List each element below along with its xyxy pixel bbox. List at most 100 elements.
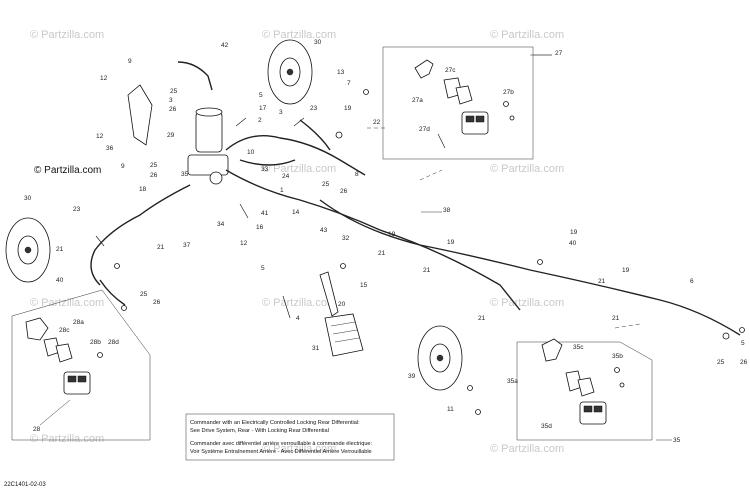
callout-label: 8 — [355, 171, 359, 178]
callout-label: 12 — [96, 133, 104, 140]
brake-disc-top — [267, 39, 313, 105]
callout-label: 24 — [282, 173, 290, 180]
callout-label: 19 — [388, 231, 396, 238]
callout-label: 27b — [503, 89, 514, 96]
caliper-group-frame — [382, 46, 534, 160]
callout-label: 35b — [612, 353, 623, 360]
callout-label: 37 — [183, 242, 191, 249]
callout-label: 2 — [258, 117, 262, 124]
callout-label: 5 — [261, 265, 265, 272]
callout-label: 21 — [56, 246, 64, 253]
callout-label: 31 — [312, 345, 320, 352]
callout-labels: 42 30 27 9 12 12 36 25 3 26 17 5 2 3 23 … — [24, 39, 748, 444]
brake-disc-rear — [417, 325, 463, 391]
callout-label: 11 — [447, 406, 454, 413]
note-line: Commander with an Electrically Controlle… — [190, 420, 360, 426]
caliper-bracket — [541, 338, 563, 362]
watermark: © Partzilla.com — [262, 29, 336, 41]
watermark: © Partzilla.com — [490, 163, 564, 175]
callout-label: 38 — [443, 207, 451, 214]
note-box: Commander with an Electrically Controlle… — [185, 413, 395, 461]
note-line: Voir Système Entraînement Arrière - Avec… — [190, 449, 372, 455]
front-left-caliper-group — [11, 289, 151, 441]
caliper-group-frame — [516, 341, 653, 441]
callout-label: 19 — [622, 267, 630, 274]
callout-label: 42 — [221, 42, 229, 49]
callout-label: 41 — [261, 210, 269, 217]
callout-label: 28d — [108, 339, 119, 346]
callout-label: 19 — [447, 239, 455, 246]
callout-label: 27c — [445, 67, 456, 74]
callout-label: 26 — [169, 106, 177, 113]
caliper-bracket — [414, 59, 434, 79]
callout-label: 39 — [408, 373, 416, 380]
brake-pad — [455, 85, 473, 105]
callout-label: 4 — [296, 315, 300, 322]
caliper-body — [579, 401, 607, 425]
callout-label: 30 — [314, 39, 322, 46]
callout-label: 40 — [56, 277, 64, 284]
callout-label: 3 — [279, 109, 283, 116]
callout-label: 25 — [170, 88, 178, 95]
callout-label: 26 — [153, 299, 161, 306]
brand-watermark: © Partzilla.com — [34, 165, 101, 176]
note-line: Commander avec différentiel arrière verr… — [190, 441, 373, 447]
callout-label: 19 — [570, 229, 578, 236]
callout-label: 35a — [507, 378, 518, 385]
callout-label: 5 — [259, 92, 263, 99]
brake-pad — [55, 343, 73, 363]
callout-label: 3 — [169, 97, 173, 104]
callout-label: 17 — [259, 105, 267, 112]
callout-label: 21 — [378, 250, 386, 257]
callout-label: 40 — [569, 240, 577, 247]
caliper-bracket — [25, 317, 49, 341]
callout-label: 35d — [541, 423, 552, 430]
master-cylinder — [187, 107, 229, 185]
watermark: © Partzilla.com — [30, 433, 104, 445]
callout-label: 9 — [121, 163, 125, 170]
fasteners — [95, 89, 745, 415]
watermark: © Partzilla.com — [30, 297, 104, 309]
callout-label: 27d — [419, 126, 430, 133]
callout-label: 22 — [373, 119, 381, 126]
callout-label: 5 — [741, 340, 745, 347]
callout-label: 16 — [256, 224, 264, 231]
callout-label: 13 — [337, 69, 345, 76]
watermark: © Partzilla.com — [262, 443, 336, 455]
watermark: © Partzilla.com — [262, 163, 336, 175]
callout-label: 23 — [310, 105, 318, 112]
callout-label: 7 — [347, 80, 351, 87]
callout-label: 28a — [73, 319, 84, 326]
callout-label: 36 — [106, 145, 114, 152]
callout-label: 1 — [280, 187, 284, 194]
callout-label: 10 — [247, 149, 255, 156]
watermark: © Partzilla.com — [490, 29, 564, 41]
callout-label: 28 — [33, 426, 41, 433]
callout-label: 35 — [181, 171, 189, 178]
mounting-bracket — [127, 84, 153, 146]
callout-label: 26 — [150, 172, 158, 179]
callout-label: 27 — [555, 50, 563, 57]
caliper-body — [63, 371, 91, 395]
watermark: © Partzilla.com — [30, 29, 104, 41]
callout-label: 21 — [423, 267, 431, 274]
watermark: © Partzilla.com — [262, 297, 336, 309]
callout-label: 34 — [217, 221, 225, 228]
callout-label: 20 — [338, 301, 346, 308]
callout-label: 6 — [690, 278, 694, 285]
diagram-reference-code: 22C1401-02-03 — [4, 482, 46, 488]
callout-label: 21 — [157, 244, 165, 251]
callout-label: 21 — [598, 278, 606, 285]
brake-pedal — [319, 271, 364, 357]
callout-label: 18 — [139, 186, 147, 193]
callout-label: 26 — [340, 188, 348, 195]
callout-label: 25 — [322, 181, 330, 188]
watermark: © Partzilla.com — [490, 297, 564, 309]
callout-label: 29 — [167, 132, 175, 139]
callout-label: 21 — [478, 315, 486, 322]
callout-label: 25 — [717, 359, 725, 366]
callout-label: 19 — [344, 105, 352, 112]
callout-label: 35c — [573, 344, 584, 351]
